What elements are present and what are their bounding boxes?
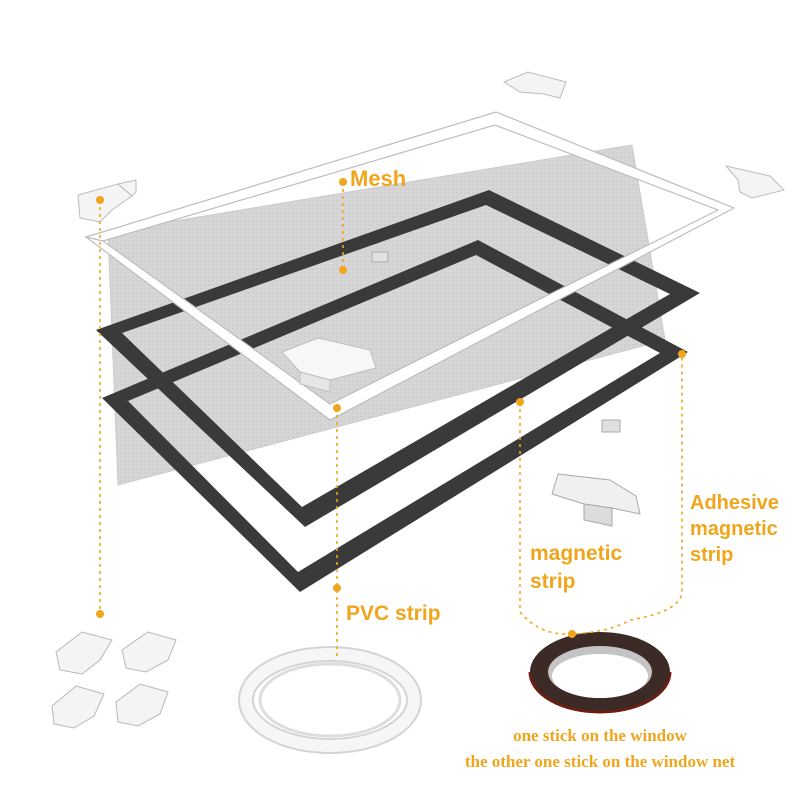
small-clip-icon xyxy=(371,251,389,263)
clip-connector-icon xyxy=(551,473,641,527)
corner-connector-icon xyxy=(55,631,113,675)
corner-connector-icon xyxy=(121,631,177,673)
leader-lines xyxy=(99,182,683,660)
corner-pieces-set xyxy=(51,631,177,729)
pvc-frame xyxy=(83,111,736,421)
magnetic-label-line1: magnetic xyxy=(530,542,623,565)
magnetic-label-line2: strip xyxy=(530,570,576,593)
leader-dots xyxy=(96,178,686,638)
corner-connector-icon xyxy=(115,683,169,727)
pvc-strip-roll-icon xyxy=(238,646,422,754)
note-line-1: one stick on the window xyxy=(513,726,687,745)
corner-connector-icon xyxy=(281,337,377,393)
adhesive-label-line2: magnetic xyxy=(690,518,778,540)
corner-connector-icon xyxy=(502,71,567,99)
adhesive-label-line3: strip xyxy=(690,544,734,566)
pvc-strip-label: PVC strip xyxy=(346,602,441,625)
adhesive-label-line1: Adhesive xyxy=(690,492,779,514)
corner-connector-icon xyxy=(724,165,785,199)
magnetic-tape-roll-icon xyxy=(528,632,672,714)
adhesive-magnetic-strip-label: Adhesive magnetic strip xyxy=(690,490,779,568)
note-line-2: the other one stick on the window net xyxy=(464,752,736,771)
mesh-label: Mesh xyxy=(350,166,407,191)
small-clip-icon xyxy=(601,419,621,433)
magnetic-strip-label: magnetic strip xyxy=(530,540,622,596)
corner-connector-icon xyxy=(51,685,105,729)
magnetic-frame-lower xyxy=(102,240,688,592)
magnetic-frame-upper xyxy=(96,190,700,527)
corner-connector-icon xyxy=(77,179,137,223)
